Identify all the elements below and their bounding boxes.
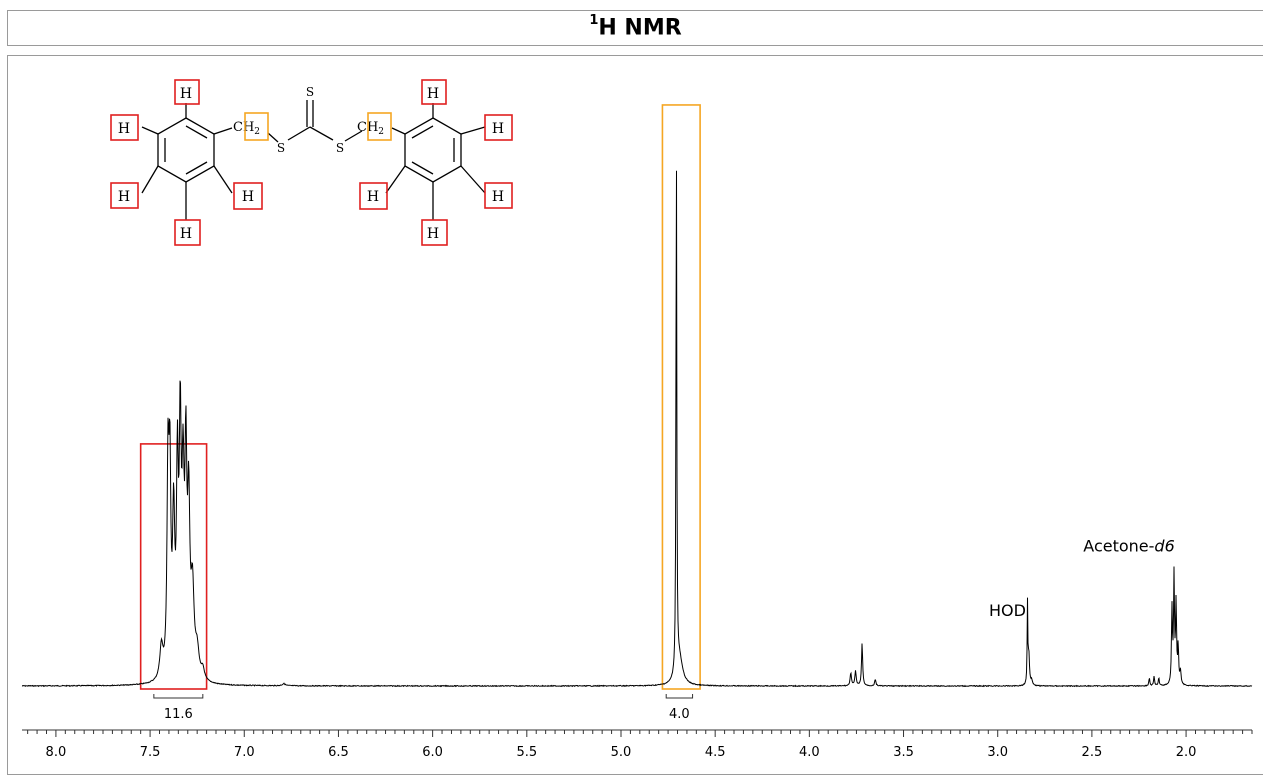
integral-bracket: [665, 694, 694, 699]
peak-label: HOD: [989, 601, 1026, 620]
ch2-region-box: [661, 104, 701, 690]
atom-h: H: [492, 189, 504, 205]
x-tick-label: 7.5: [140, 745, 161, 760]
spectrum-highlight-regions: [139, 104, 701, 690]
title-bar: 1H NMR: [7, 10, 1263, 46]
x-tick-label: 4.0: [799, 745, 820, 760]
title-main: H NMR: [598, 15, 682, 41]
peak-label-text: HOD: [989, 601, 1026, 620]
integral-value: 11.6: [164, 707, 193, 722]
atom-h: H: [180, 86, 192, 102]
spectrum-trace-group: [21, 170, 1253, 688]
atom-s: S: [277, 141, 285, 155]
atom-s: S: [306, 85, 314, 99]
atom-h: H: [492, 121, 504, 137]
peak-label-italic: d6: [1154, 536, 1174, 555]
integral-value: 4.0: [669, 707, 690, 722]
atom-ch2-right: CH2: [357, 120, 384, 137]
atom-h: H: [427, 226, 439, 242]
x-tick-label: 7.0: [234, 745, 255, 760]
atom-ch2-left: CH2: [233, 120, 260, 137]
atom-h: H: [118, 189, 130, 205]
title-superscript: 1: [589, 13, 599, 29]
atom-h: H: [242, 189, 254, 205]
x-tick-label: 5.5: [516, 745, 537, 760]
integral-markers: 11.6 4.0: [153, 694, 694, 722]
aromatic-h-boxes: [110, 79, 513, 246]
x-tick-label: 3.5: [893, 745, 914, 760]
spectrum-line: [21, 170, 1253, 688]
peak-label-text: Acetone-: [1083, 536, 1154, 555]
x-tick-label: 6.5: [328, 745, 349, 760]
chart-title: 1H NMR: [589, 13, 682, 41]
atom-h: H: [118, 121, 130, 137]
x-tick-label: 8.0: [46, 745, 67, 760]
atom-s: S: [336, 141, 344, 155]
x-axis: 8.0 7.5 7.0 6.5 6.0 5.5 5.0 4.5 4.0 3.5 3.0 2.5 2.0: [22, 729, 1253, 760]
atom-sub2: 2: [378, 127, 384, 137]
trithiocarbonate-backbone: [267, 100, 363, 143]
x-tick-label: 2.5: [1082, 745, 1103, 760]
peak-annotations: HOD Acetone-d6: [989, 536, 1175, 620]
left-benzene-ring: [141, 103, 233, 220]
peak-label: Acetone-d6: [1083, 536, 1174, 555]
x-tick-label: 5.0: [611, 745, 632, 760]
atom-labels: H H H H H H H H H H S S S CH2 CH2: [118, 85, 504, 242]
atom-ch: CH: [233, 120, 254, 135]
ch2-boxes: [244, 112, 392, 141]
x-tick-label: 3.0: [987, 745, 1008, 760]
atom-h: H: [427, 86, 439, 102]
atom-h: H: [367, 189, 379, 205]
aromatic-region-box: [139, 443, 208, 690]
x-tick-label: 6.0: [422, 745, 443, 760]
atom-h: H: [180, 226, 192, 242]
atom-sub2: 2: [254, 127, 260, 137]
x-tick-label: 4.5: [705, 745, 726, 760]
right-benzene-ring: [385, 103, 486, 220]
x-tick-label: 2.0: [1176, 745, 1197, 760]
integral-bracket: [153, 694, 204, 699]
molecule-structure: H H H H H H H H H H S S S CH2 CH2: [110, 79, 513, 246]
